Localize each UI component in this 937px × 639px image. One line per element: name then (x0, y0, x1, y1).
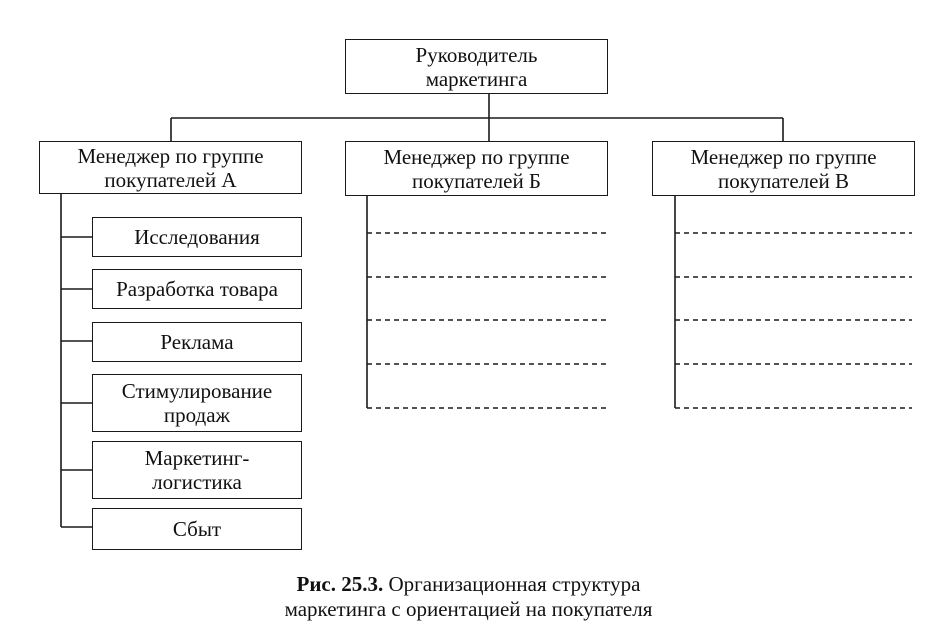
box-label: покупателей А (104, 167, 237, 192)
box-label: Менеджер по группе (383, 144, 570, 169)
function-sales-promotion-box: Стимулирование продаж (92, 374, 302, 432)
box-label: Руководитель (415, 42, 538, 67)
box-label: Стимулирование (121, 379, 273, 403)
box-label: покупателей В (718, 168, 849, 193)
box-label: Менеджер по группе (77, 143, 264, 168)
figure-caption: Рис. 25.3. Организационная структура мар… (0, 572, 937, 622)
box-label: Маркетинг- (144, 446, 250, 470)
box-label: продаж (163, 403, 231, 427)
function-logistics-box: Маркетинг- логистика (92, 441, 302, 499)
caption-title: Организационная структура (388, 572, 641, 596)
function-advertising-box: Реклама (92, 322, 302, 362)
box-label: покупателей Б (411, 168, 541, 193)
caption-number: Рис. 25.3. (296, 572, 384, 596)
box-label: Реклама (160, 330, 234, 354)
manager-c-box: Менеджер по группе покупателей В (652, 141, 915, 196)
manager-b-box: Менеджер по группе покупателей Б (345, 141, 608, 196)
manager-a-box: Менеджер по группе покупателей А (39, 141, 302, 194)
box-label: Разработка товара (116, 277, 278, 301)
function-product-development-box: Разработка товара (92, 269, 302, 309)
function-research-box: Исследования (92, 217, 302, 257)
box-label: логистика (152, 470, 242, 494)
marketing-head-box: Руководитель маркетинга (345, 39, 608, 94)
box-label: маркетинга (425, 66, 528, 91)
caption-title-line2: маркетинга с ориентацией на покупателя (284, 597, 653, 621)
box-label: Исследования (134, 225, 260, 249)
box-label: Менеджер по группе (690, 144, 877, 169)
box-label: Сбыт (172, 517, 222, 541)
function-sales-box: Сбыт (92, 508, 302, 550)
